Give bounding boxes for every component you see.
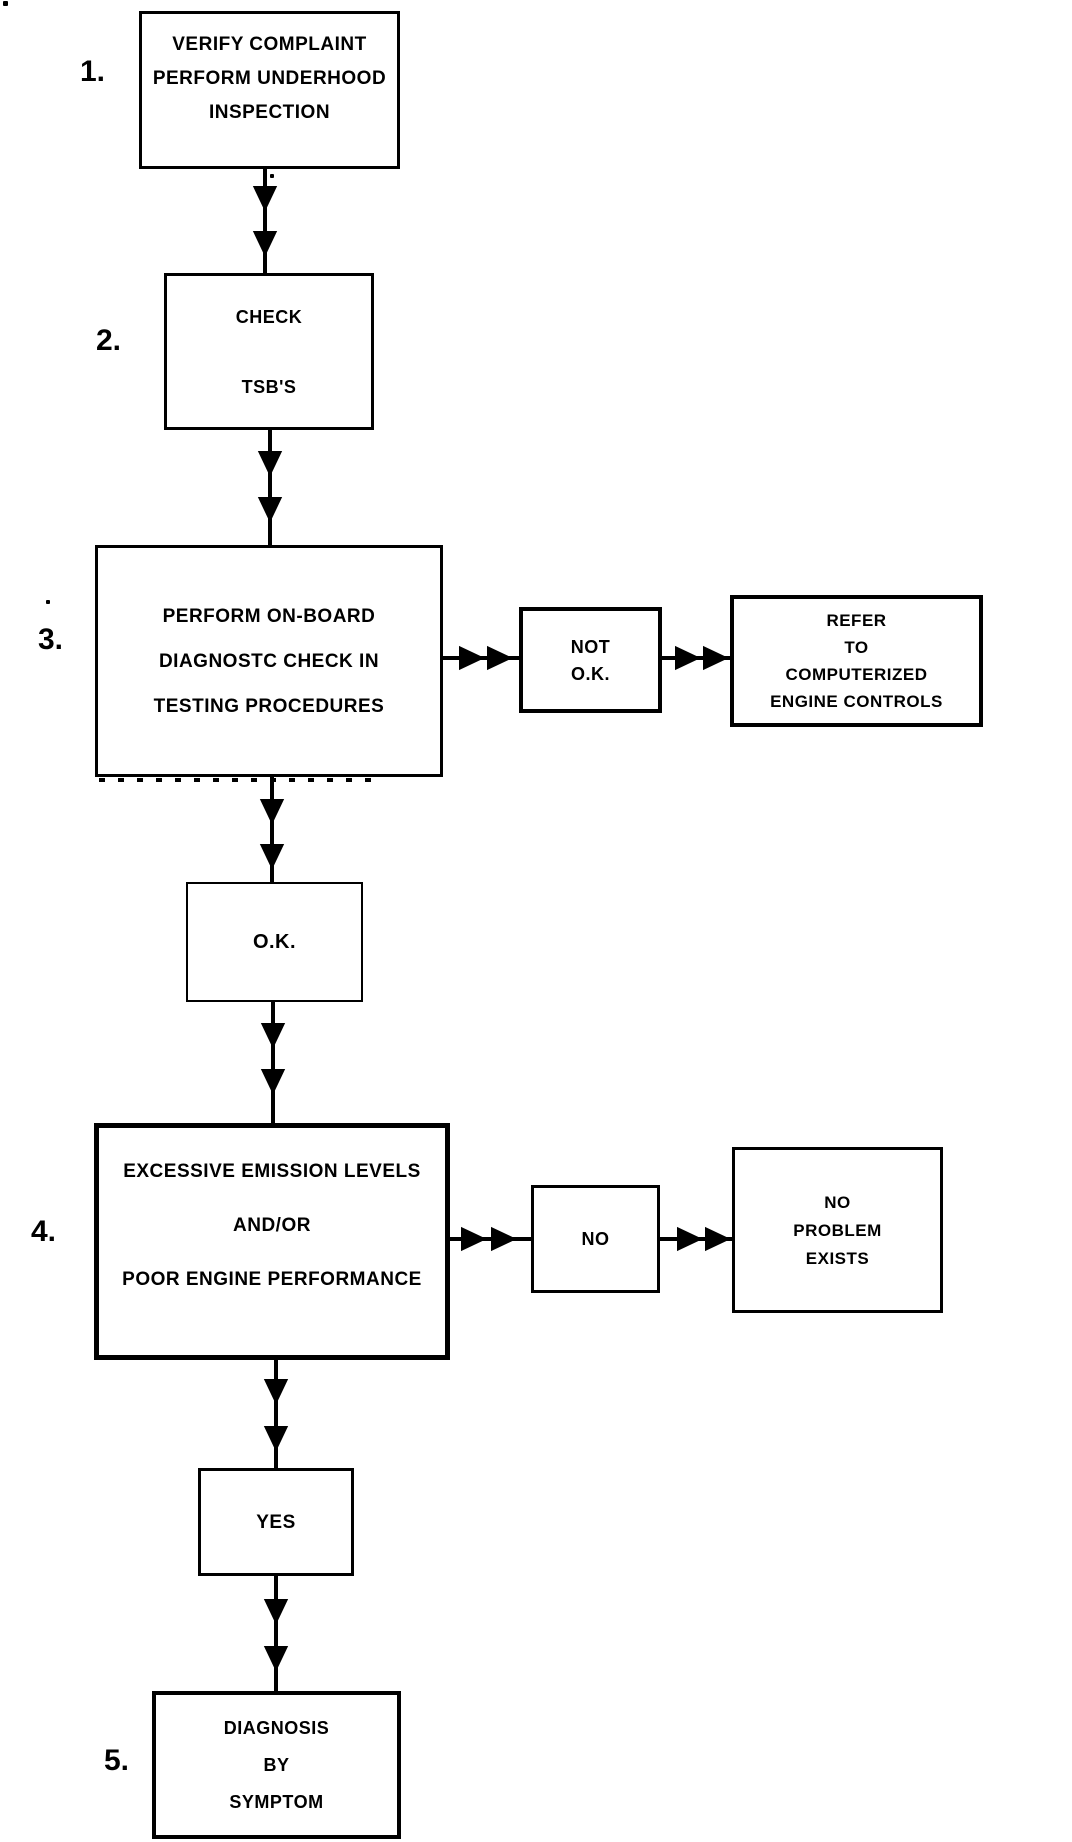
node-text-line: REFER (826, 611, 887, 630)
arrow-ok-to-step4 (260, 1002, 286, 1123)
node-text-line: DIAGNOSIS (223, 1718, 330, 1738)
arrow-step3-to-not-ok (443, 645, 519, 671)
node-verify-complaint: VERIFY COMPLAINT PERFORM UNDERHOOD INSPE… (139, 11, 400, 169)
step-number-2: 2. (96, 324, 122, 357)
node-text-line: TSB'S (241, 376, 297, 397)
node-on-board-diagnostic-check: PERFORM ON-BOARD DIAGNOSTC CHECK IN TEST… (95, 545, 443, 777)
node-text-line: EXISTS (805, 1248, 870, 1268)
scan-artifact-dot (46, 600, 50, 604)
node-text-line: DIAGNOSTC CHECK IN (158, 650, 380, 672)
arrow-step4-to-yes (263, 1360, 289, 1468)
node-refer-computerized-engine-controls: REFER TO COMPUTERIZED ENGINE CONTROLS (730, 595, 983, 727)
node-text-line: BY (263, 1755, 290, 1775)
node-text-line: PERFORM ON-BOARD (162, 605, 376, 627)
scan-artifact-dashes (99, 778, 384, 782)
node-text-line: NO (824, 1192, 851, 1212)
step-number-5: 5. (104, 1744, 130, 1777)
scan-artifact-dot (3, 1, 8, 6)
step-number-1: 1. (80, 55, 106, 88)
node-text-line: SYMPTOM (229, 1792, 324, 1812)
step-number-3: 3. (38, 623, 64, 656)
node-text-line: TESTING PROCEDURES (153, 695, 385, 717)
node-text-line: POOR ENGINE PERFORMANCE (122, 1269, 422, 1290)
arrow-yes-to-step5 (263, 1576, 289, 1691)
node-text-line: ENGINE CONTROLS (770, 692, 943, 711)
arrow-step3-to-ok (259, 777, 285, 882)
node-no-problem-exists: NO PROBLEM EXISTS (732, 1147, 943, 1313)
node-text-line: VERIFY COMPLAINT (172, 34, 367, 55)
node-not-ok: NOT O.K. (519, 607, 662, 713)
node-text-line: NO (581, 1229, 610, 1249)
node-text-line: O.K. (252, 931, 297, 953)
arrow-step1-to-step2 (252, 169, 278, 273)
scan-artifact-dot (270, 174, 274, 178)
node-no: NO (531, 1185, 660, 1293)
node-text-line: CHECK (235, 306, 303, 327)
step-number-4: 4. (31, 1215, 57, 1248)
node-ok: O.K. (186, 882, 363, 1002)
arrow-step4-to-no (450, 1226, 531, 1252)
node-text-line: YES (256, 1511, 296, 1533)
node-text-line: PERFORM UNDERHOOD (152, 68, 387, 89)
arrow-step2-to-step3 (257, 430, 283, 545)
node-text-line: PROBLEM (793, 1220, 882, 1240)
node-text-line: COMPUTERIZED (785, 665, 928, 684)
node-text-line: O.K. (570, 663, 610, 684)
node-text-line: TO (844, 638, 869, 657)
node-text-line: AND/OR (233, 1215, 311, 1236)
node-text-line: NOT (570, 636, 611, 657)
node-diagnosis-by-symptom: DIAGNOSIS BY SYMPTOM (152, 1691, 401, 1839)
node-excessive-emissions-or-poor-performance: EXCESSIVE EMISSION LEVELS AND/OR POOR EN… (94, 1123, 450, 1360)
node-yes: YES (198, 1468, 354, 1576)
node-check-tsbs: CHECK TSB'S (164, 273, 374, 430)
node-text-line: EXCESSIVE EMISSION LEVELS (123, 1161, 421, 1182)
arrow-no-to-no-problem (660, 1226, 732, 1252)
node-text-line: INSPECTION (208, 102, 331, 123)
arrow-not-ok-to-refer (662, 645, 730, 671)
